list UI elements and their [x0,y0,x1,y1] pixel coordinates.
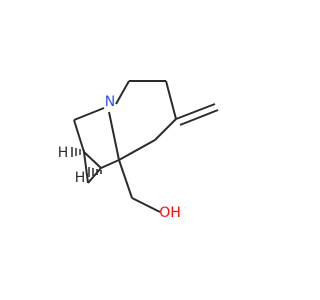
stereo-hash-right [88,167,102,177]
stereo-h-right-label: H [75,170,86,186]
bond-methylene-1 [175,103,216,120]
bond-ch2-o [131,197,161,213]
bond-c7-n [108,111,120,161]
bond-c4-c5 [165,80,177,120]
bond-c9-c10 [83,151,89,184]
hydroxyl-label: OH [159,205,181,221]
molecule-structure: N OH H H [58,80,219,221]
bond-c8-c7 [100,159,120,169]
nitrogen-label: N [105,94,115,110]
bond-c1-c9 [73,119,85,153]
bond-c5-c6 [154,118,177,141]
bond-c6-c7 [118,139,156,161]
bond-c10-c8 [87,167,102,184]
stereo-h-left-label: H [58,145,69,161]
bond-n-c1 [73,107,105,121]
bond-methylene-2 [179,109,219,126]
bond-n-c3 [115,80,130,105]
bond-c9-c8 [83,151,102,169]
bond-c7-ch2 [118,159,133,199]
stereo-hash-left [71,147,85,157]
